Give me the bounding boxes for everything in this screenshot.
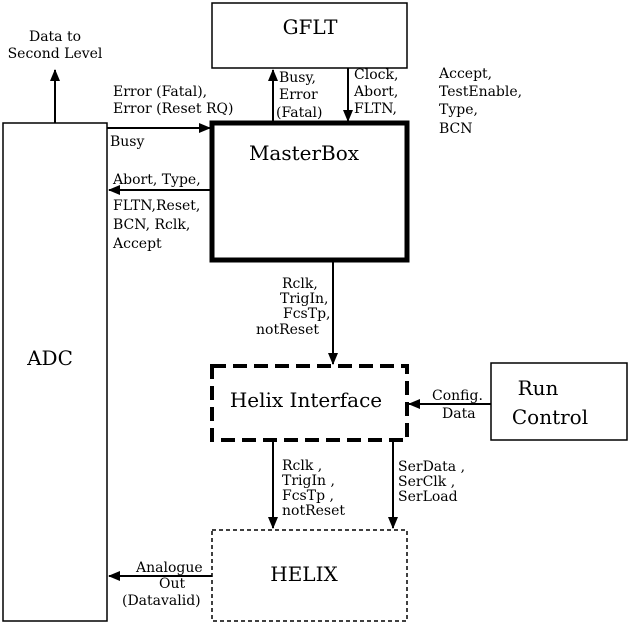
label-mb-adc-line-3: BCN, Rclk, [113,217,190,233]
label-gflt-mb-line-1: Clock, [354,67,398,83]
label-mb-hi-line-4: notReset [256,322,319,338]
label-data-to-line-1: Data to [29,29,81,45]
label-mb-hi-line-2: TrigIn, [280,291,328,307]
adc-block: ADC [2,122,108,622]
label-hi-helix-right-line-1: SerData , [398,459,465,475]
label-gflt-extra-line-1: Accept, [438,66,492,82]
arrow-helix-interface-to-helix-right: SerData , SerClk , SerLoad [388,440,465,529]
label-gflt-extra-line-4: BCN [439,121,473,137]
arrow-masterbox-to-helix-interface: Rclk, TrigIn, FcsTp, notReset [256,260,338,365]
label-gflt-mb-line-2: Abort, [353,84,398,100]
arrow-gflt-to-masterbox: Clock, Abort, FLTN, [343,67,398,122]
arrow-adc-to-masterbox: Error (Fatal), Error (Reset RQ) Busy [107,84,234,150]
label-mb-adc-line-2: FLTN,Reset, [113,198,200,214]
label-hi-helix-left-line-3: FcsTp , [282,488,334,504]
label-error-line-2: Error (Reset RQ) [113,101,234,117]
helix-interface-block: Helix Interface [210,364,409,442]
label-hi-helix-right-line-2: SerClk , [398,474,455,490]
label-mb-gflt-line-1: Busy, [279,70,316,86]
label-busy: Busy [110,134,144,150]
helix-interface-title: Helix Interface [230,388,382,412]
label-hi-helix-left-line-1: Rclk , [282,458,322,474]
arrow-helix-to-adc: Analogue Out (Datavalid) [108,560,212,609]
masterbox-block: MasterBox [209,120,410,263]
label-config-line-2: Data [442,406,476,422]
masterbox-title: MasterBox [249,141,360,165]
helix-title: HELIX [270,562,338,586]
gflt-extra-signals: Accept, TestEnable, Type, BCN [438,66,522,137]
arrow-masterbox-to-adc: Abort, Type, FLTN,Reset, BCN, Rclk, Acce… [108,172,212,252]
label-analogue-line-3: (Datavalid) [122,593,201,609]
adc-title: ADC [26,346,73,370]
label-hi-helix-left-line-2: TrigIn , [282,473,335,489]
label-analogue-line-1: Analogue [135,560,203,576]
label-config-line-1: Config. [432,388,483,404]
label-mb-hi-line-3: FcsTp, [283,306,331,322]
run-control-line-1: Run [518,376,559,400]
label-mb-gflt-line-2: Error [279,87,318,103]
gflt-block: GFLT [211,2,408,69]
label-mb-hi-line-1: Rclk, [282,276,318,292]
arrow-adc-to-second-level: Data to Second Level [8,29,103,123]
label-data-to-line-2: Second Level [8,46,103,62]
label-gflt-extra-line-3: Type, [439,102,478,118]
label-mb-adc-line-4: Accept [112,236,162,252]
arrow-run-control-to-helix-interface: Config. Data [408,388,491,422]
label-mb-adc-line-1: Abort, Type, [112,172,201,188]
arrow-masterbox-to-gflt: Busy, Error (Fatal) [268,69,322,123]
label-error-line-1: Error (Fatal), [113,84,207,100]
label-gflt-extra-line-2: TestEnable, [439,84,522,100]
gflt-title: GFLT [283,15,339,39]
run-control-block: Run Control [490,362,628,441]
run-control-line-2: Control [512,405,588,429]
arrow-helix-interface-to-helix-left: Rclk , TrigIn , FcsTp , notReset [268,440,345,529]
label-mb-gflt-line-3: (Fatal) [276,105,322,121]
helix-block: HELIX [211,529,408,622]
label-hi-helix-right-line-3: SerLoad [398,489,458,505]
label-analogue-line-2: Out [159,576,185,592]
label-gflt-mb-line-3: FLTN, [354,101,397,117]
label-hi-helix-left-line-4: notReset [282,503,345,519]
